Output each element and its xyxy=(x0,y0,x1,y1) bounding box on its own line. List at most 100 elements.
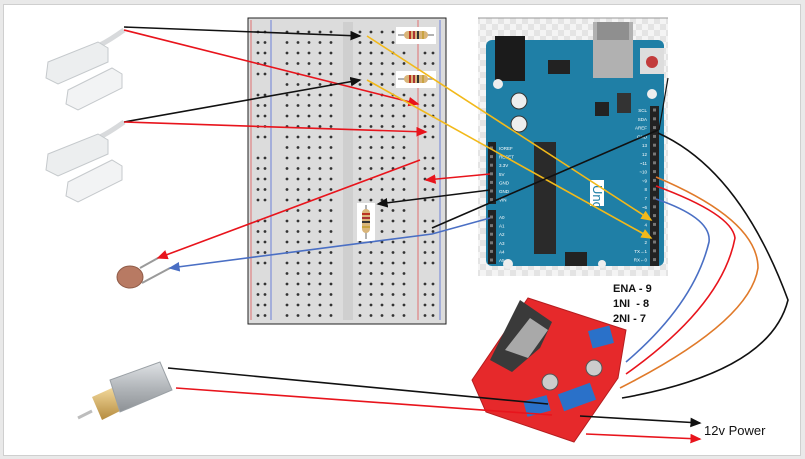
breadboard-hole xyxy=(263,282,267,286)
breadboard-hole xyxy=(380,72,384,76)
header-pin xyxy=(653,196,656,200)
header-pin xyxy=(653,214,656,218)
breadboard-hole xyxy=(380,198,384,202)
breadboard-hole xyxy=(307,72,311,76)
breadboard-hole xyxy=(256,72,260,76)
breadboard-hole xyxy=(329,30,333,34)
breadboard-hole xyxy=(358,30,362,34)
breadboard-hole xyxy=(329,135,333,139)
breadboard-hole xyxy=(285,72,289,76)
breadboard-hole xyxy=(423,251,427,254)
breadboard-hole xyxy=(431,230,435,233)
breadboard-hole xyxy=(296,219,300,223)
breadboard-hole xyxy=(380,293,384,296)
breadboard-hole xyxy=(285,104,289,107)
pin-label: GND xyxy=(499,189,510,194)
breadboard-hole xyxy=(369,93,373,97)
pin-label: 8 xyxy=(644,187,647,192)
breadboard-hole xyxy=(329,272,333,275)
breadboard-hole xyxy=(402,146,406,149)
breadboard-hole xyxy=(318,146,322,149)
breadboard-hole xyxy=(380,314,384,317)
breadboard-hole xyxy=(296,167,300,170)
breadboard-hole xyxy=(402,125,406,128)
breadboard-hole xyxy=(256,314,260,317)
breadboard-hole xyxy=(423,135,427,139)
wire-red xyxy=(123,121,428,137)
breadboard-hole xyxy=(307,261,311,265)
breadboard-hole xyxy=(358,125,362,128)
breadboard-hole xyxy=(402,209,406,212)
breadboard-hole xyxy=(285,314,289,317)
breadboard-hole xyxy=(431,282,435,286)
breadboard-hole xyxy=(263,135,267,139)
pin-label: ~10 xyxy=(639,170,647,175)
breadboard-hole xyxy=(431,219,435,223)
header-pin xyxy=(490,249,493,253)
header-pin xyxy=(653,187,656,191)
wire-red xyxy=(156,159,421,260)
wire-red xyxy=(424,173,491,184)
pin-label: A1 xyxy=(499,224,505,229)
breadboard-hole xyxy=(358,167,362,170)
wire-yellow xyxy=(366,79,653,239)
breadboard-hole xyxy=(431,51,435,55)
breadboard-hole xyxy=(307,125,311,128)
breadboard-hole xyxy=(318,72,322,76)
breadboard-hole xyxy=(369,167,373,170)
breadboard-hole xyxy=(256,303,260,307)
breadboard-hole xyxy=(380,125,384,128)
breadboard-hole xyxy=(380,303,384,307)
breadboard-hole xyxy=(263,314,267,317)
breadboard-hole xyxy=(318,230,322,233)
breadboard-hole xyxy=(391,272,395,275)
breadboard-hole xyxy=(358,135,362,139)
breadboard-hole xyxy=(285,93,289,97)
breadboard-hole xyxy=(369,104,373,107)
breadboard-hole xyxy=(263,156,267,160)
breadboard-hole xyxy=(296,51,300,55)
breadboard-hole xyxy=(256,282,260,286)
wire-red xyxy=(625,185,736,375)
breadboard-hole xyxy=(391,230,395,233)
breadboard-hole xyxy=(285,177,289,181)
breadboard-hole xyxy=(391,314,395,317)
breadboard-hole xyxy=(431,261,435,265)
breadboard-hole xyxy=(329,209,333,212)
wire-black xyxy=(431,129,659,229)
header-pin xyxy=(490,180,493,184)
breadboard-hole xyxy=(285,282,289,286)
reed-switch-1 xyxy=(45,27,126,111)
breadboard-hole xyxy=(263,177,267,181)
breadboard-hole xyxy=(431,156,435,160)
breadboard-hole xyxy=(285,167,289,170)
breadboard-hole xyxy=(423,314,427,317)
wire-black xyxy=(167,367,549,405)
breadboard-hole xyxy=(318,209,322,212)
breadboard-hole xyxy=(358,146,362,149)
header-pin xyxy=(490,172,493,176)
breadboard-hole xyxy=(358,314,362,317)
breadboard-hole xyxy=(391,62,395,65)
breadboard-hole xyxy=(423,156,427,160)
breadboard-hole xyxy=(423,93,427,97)
breadboard-hole xyxy=(307,240,311,244)
breadboard-hole xyxy=(307,83,311,86)
header-pin xyxy=(653,178,656,182)
pin-label: SDA xyxy=(638,117,647,122)
breadboard-hole xyxy=(256,167,260,170)
breadboard-hole xyxy=(402,93,406,97)
wire-red xyxy=(175,387,553,416)
breadboard-hole xyxy=(431,198,435,202)
breadboard-hole xyxy=(318,272,322,275)
breadboard-hole xyxy=(391,83,395,86)
breadboard-hole xyxy=(358,51,362,55)
pin-label: VIN xyxy=(499,198,507,203)
breadboard-hole xyxy=(402,104,406,107)
breadboard-hole xyxy=(256,135,260,139)
breadboard-hole xyxy=(296,314,300,317)
breadboard-hole xyxy=(380,219,384,223)
pin-label: A3 xyxy=(499,241,505,246)
resistor-3 xyxy=(357,203,375,241)
breadboard-hole xyxy=(318,93,322,97)
